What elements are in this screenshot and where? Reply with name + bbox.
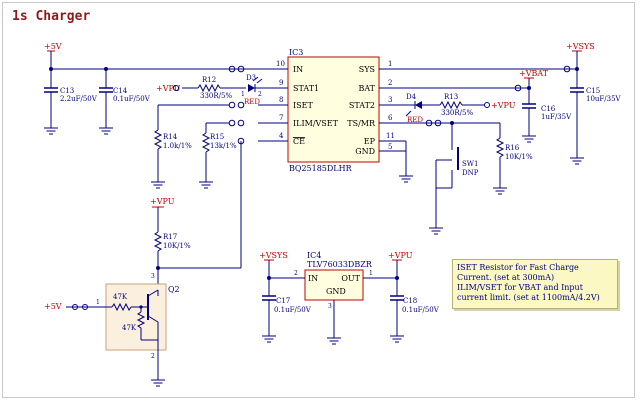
power-vpu-stat1: +VPU <box>156 84 181 93</box>
r12-val: 330R/5% <box>200 92 232 100</box>
ic4-gnd: GND <box>326 287 346 296</box>
ic3-pin-ilim: ILIM/VSET <box>293 119 339 128</box>
ic3-part: BQ25185DLHR <box>289 164 353 173</box>
d3-ref: D3 <box>246 74 256 82</box>
ic4-pin3: 3 <box>328 303 332 310</box>
r16-ref: R16 <box>505 144 520 152</box>
input-rail: +5V C13 2.2uF/50V C14 0.1uF/50V <box>43 42 256 135</box>
ic3-pin-stat1: STAT1 <box>293 84 319 93</box>
ic4-pin1: 1 <box>369 270 373 277</box>
ic4-in: IN <box>308 274 318 283</box>
q2-pin3: 3 <box>151 273 155 280</box>
r15-val: 13k/1% <box>210 142 237 150</box>
r14-val: 1.0k/1% <box>163 142 192 150</box>
ic3-pin11-num: 11 <box>386 132 395 140</box>
stat1-led-circuit: +VPU R12 330R/5% D3 1 2 RED <box>156 74 288 106</box>
sheet-frame <box>2 2 635 398</box>
r15-ref: R15 <box>210 133 224 141</box>
power-5v-q2: +5V <box>44 302 62 311</box>
note-ilim: ILIM/VSET for VBAT and Input current lim… <box>457 283 600 302</box>
c15-ref: C15 <box>586 87 600 95</box>
r14-ref: R14 <box>163 133 178 141</box>
note-iset: ISET Resistor for Fast Charge Current. (… <box>457 263 579 282</box>
d3-pin2: 2 <box>258 91 262 98</box>
r17-ref: R17 <box>163 233 177 241</box>
sw1-ref: SW1 <box>462 160 478 168</box>
c18-ref: C18 <box>403 297 417 305</box>
ic3-pin1-num: 1 <box>388 60 392 68</box>
ic3-pin9-num: 9 <box>279 79 283 87</box>
c16-val: 1uF/35V <box>541 113 572 121</box>
ic4-out: OUT <box>341 274 360 283</box>
c14-val: 0.1uF/50V <box>113 95 151 103</box>
r17-val: 10K/1% <box>163 242 191 250</box>
ic3-chip: IC3 BQ25185DLHR 10 9 8 7 4 IN STAT1 ISET… <box>256 48 406 173</box>
sheet-title: 1s Charger <box>12 9 91 24</box>
ic3-pin6-num: 6 <box>388 114 393 122</box>
power-vsys-top: +VSYS <box>566 42 595 51</box>
ic3-ref: IC3 <box>289 48 303 57</box>
ic3-pin-gnd: GND <box>355 147 375 156</box>
power-5v-top: +5V <box>44 42 62 51</box>
ic4-ldo: IC4 TLV76033DBZR IN OUT GND 2 1 3 +VSYS … <box>259 251 440 345</box>
d4-ref: D4 <box>406 93 417 101</box>
ic3-pin-iset: ISET <box>293 101 313 110</box>
ic3-pin2-num: 2 <box>388 79 392 87</box>
ic3-pin3-num: 3 <box>388 96 392 104</box>
d4-val: RED <box>407 116 423 124</box>
ce-driver: +VPU R17 10K/1% 3 Q2 47K 47K 2 1 +5V <box>44 197 241 387</box>
c14-ref: C14 <box>113 87 128 95</box>
ic3-pin-tsmr: TS/MR <box>347 119 376 128</box>
power-vpu-r17: +VPU <box>150 197 175 206</box>
ic3-pin10-num: 10 <box>276 60 285 68</box>
r13-val: 330R/5% <box>441 109 473 117</box>
d3-pin1: 1 <box>241 91 245 98</box>
power-vbat: +VBAT <box>519 69 549 78</box>
q2-pin1: 1 <box>96 299 100 306</box>
design-note: ISET Resistor for Fast Charge Current. (… <box>452 259 618 309</box>
iset-ilim-resistors: R14 1.0k/1% R15 13k/1% <box>150 101 245 268</box>
c18-val: 0.1uF/50V <box>402 306 440 314</box>
c13-val: 2.2uF/50V <box>60 95 98 103</box>
c17-ref: C17 <box>276 297 290 305</box>
power-vsys-ldo: +VSYS <box>259 251 288 260</box>
c17-val: 0.1uF/50V <box>274 306 312 314</box>
r16-val: 10K/1% <box>505 153 533 161</box>
ic4-pin2: 2 <box>294 270 298 277</box>
r13-ref: R13 <box>444 93 458 101</box>
ic3-pin8-num: 8 <box>279 96 283 104</box>
q2-r1: 47K <box>113 293 128 301</box>
c16-ref: C16 <box>541 105 556 113</box>
ic3-pin5-num: 5 <box>388 143 392 151</box>
ic3-pin-sys: SYS <box>359 65 375 74</box>
ic3-pin-ce: CE <box>293 137 305 146</box>
ic4-ref: IC4 <box>307 251 321 260</box>
ic3-pin4-num: 4 <box>279 132 284 140</box>
q2-ref: Q2 <box>168 285 180 294</box>
ic4-part: TLV76033DBZR <box>307 260 373 269</box>
sw1-val: DNP <box>462 169 479 177</box>
q2-r2: 47K <box>122 324 137 332</box>
ic3-pin-bat: BAT <box>358 84 375 93</box>
ic3-pin7-num: 7 <box>279 114 283 122</box>
ic3-pin-stat2: STAT2 <box>349 101 375 110</box>
ic3-pin-in: IN <box>293 65 303 74</box>
power-vpu-ldo: +VPU <box>388 251 413 260</box>
r12-ref: R12 <box>202 76 216 84</box>
c15-val: 10uF/35V <box>586 95 622 103</box>
power-vpu-stat2: +VPU <box>491 101 516 110</box>
c13-ref: C13 <box>60 87 74 95</box>
ic3-pin-ep: EP <box>364 137 376 146</box>
output-rails: +VSYS C15 10uF/35V +VBAT C16 1uF/35V +VP… <box>398 42 622 235</box>
d3-val: RED <box>244 98 260 106</box>
q2-pin2: 2 <box>151 353 155 360</box>
